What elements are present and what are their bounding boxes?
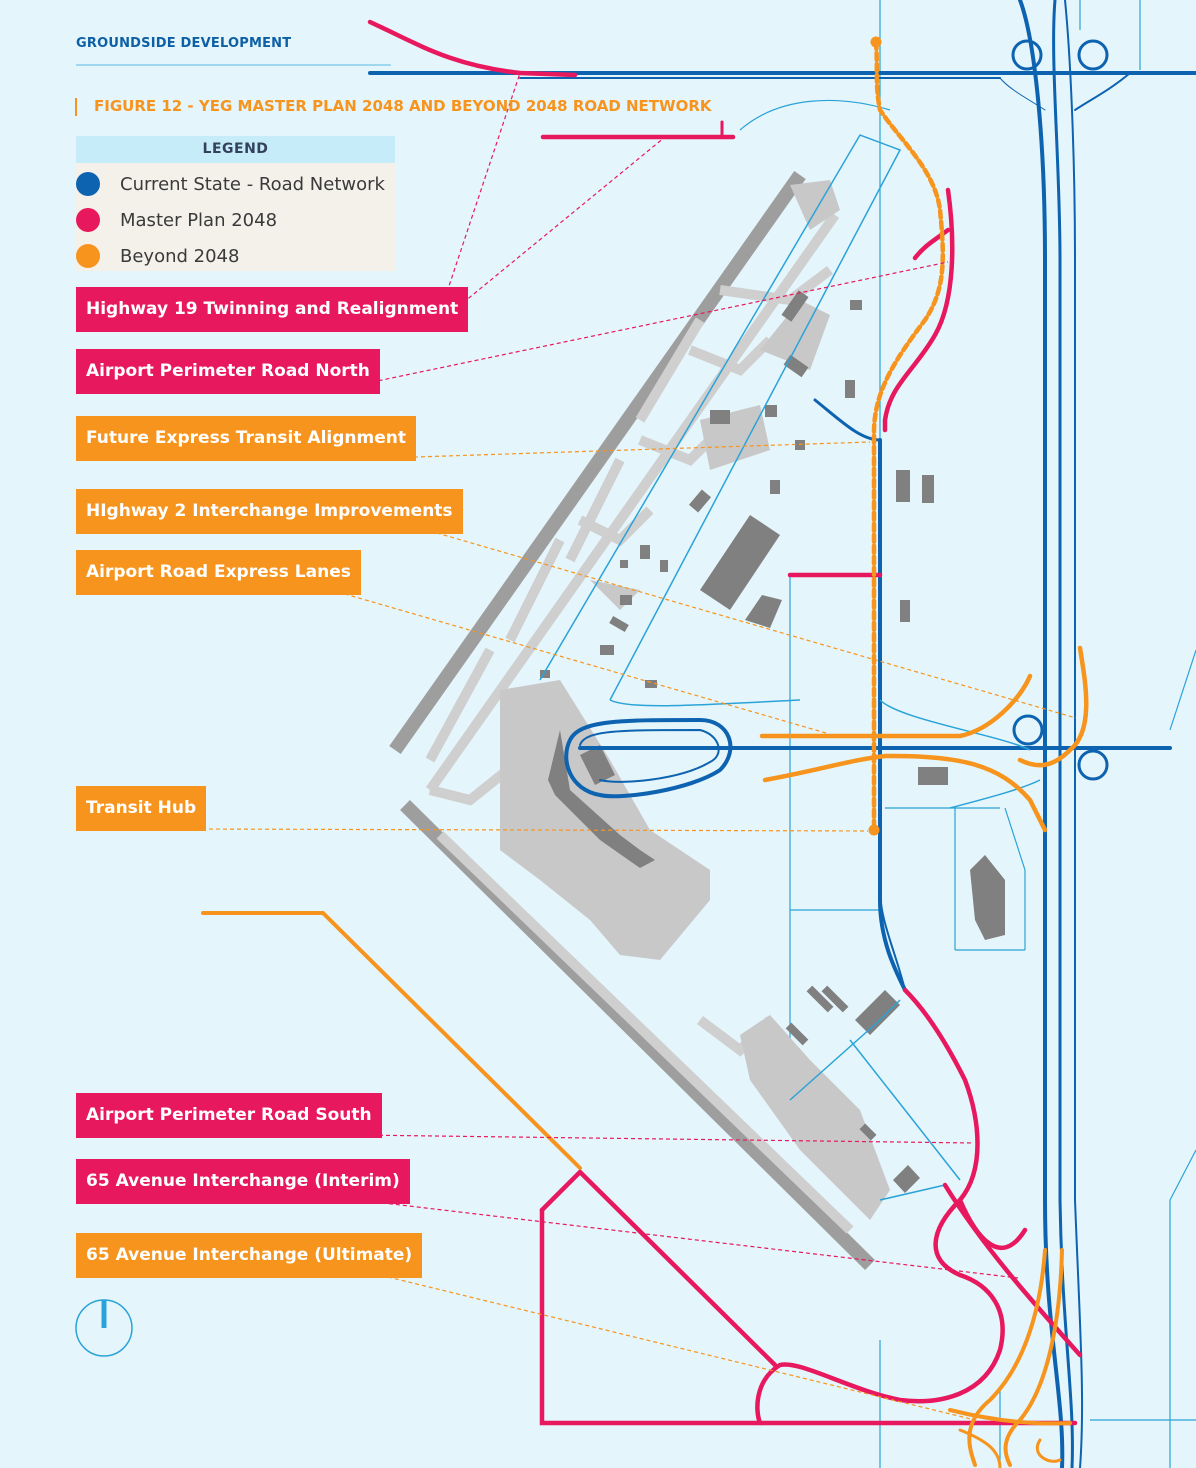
legend: LEGEND Current State - Road Network Mast…: [76, 136, 395, 271]
section-title: GROUNDSIDE DEVELOPMENT: [76, 36, 292, 51]
figure-marker: [75, 98, 77, 116]
legend-item-beyond: Beyond 2048: [76, 242, 239, 270]
legend-item-current: Current State - Road Network: [76, 170, 385, 198]
callout-leaders: [194, 72, 1077, 1421]
callout-highway-19: Highway 19 Twinning and Realignment: [76, 287, 469, 332]
beyond-dot-icon: [76, 244, 100, 268]
beyond-2048-roads: [201, 36, 1089, 1468]
callout-highway-2: HIghway 2 Interchange Improvements: [76, 489, 463, 534]
callout-transit-hub: Transit Hub: [76, 786, 207, 831]
legend-label: Master Plan 2048: [120, 209, 278, 231]
figure-title: FIGURE 12 - YEG MASTER PLAN 2048 AND BEY…: [94, 97, 712, 115]
legend-label: Beyond 2048: [120, 245, 240, 267]
callout-express-transit: Future Express Transit Alignment: [76, 416, 416, 461]
master-plan-dot-icon: [76, 208, 100, 232]
section-divider: [76, 64, 391, 66]
callout-65-ave-interim: 65 Avenue Interchange (Interim): [76, 1159, 410, 1204]
callout-65-ave-ultimate: 65 Avenue Interchange (Ultimate): [76, 1233, 423, 1278]
current-road-dot-icon: [76, 172, 100, 196]
legend-item-master-plan: Master Plan 2048: [76, 206, 277, 234]
callout-perimeter-south: Airport Perimeter Road South: [76, 1093, 382, 1138]
callout-airport-road: Airport Road Express Lanes: [76, 550, 361, 595]
buildings: [540, 290, 1005, 1193]
minor-roads: [539, 134, 1041, 1201]
north-arrow-icon: [75, 1299, 133, 1357]
callout-perimeter-north: Airport Perimeter Road North: [76, 349, 380, 394]
legend-title: LEGEND: [76, 136, 395, 163]
legend-label: Current State - Road Network: [120, 173, 385, 195]
master-plan-2048-roads: [367, 19, 1083, 1426]
